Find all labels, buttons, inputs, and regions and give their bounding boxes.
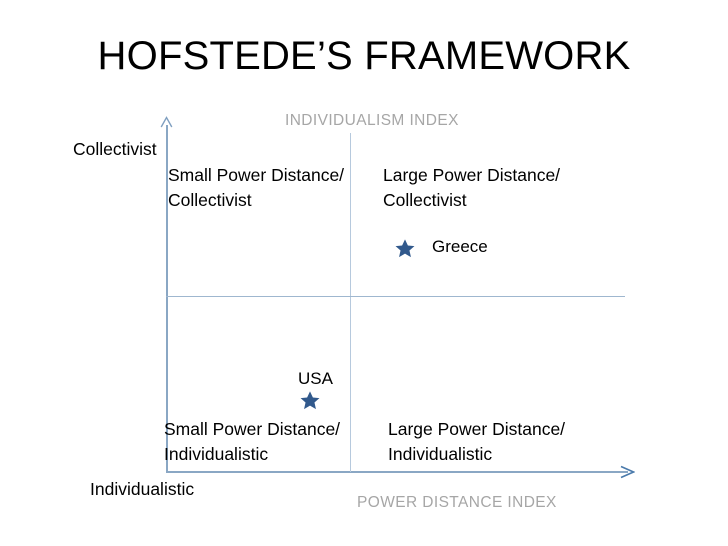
power-distance-index-caption: POWER DISTANCE INDEX: [357, 494, 557, 511]
vertical-axis-line: [166, 125, 168, 473]
star-icon: [300, 391, 320, 410]
marker-label-usa: USA: [298, 369, 333, 388]
quadrant-label-top-left: Small Power Distance/ Collectivist: [168, 165, 345, 210]
collectivist-pole-label: Collectivist: [73, 139, 157, 159]
star-icon: [395, 239, 415, 258]
individualistic-pole-label: Individualistic: [90, 479, 195, 499]
marker-label-greece: Greece: [432, 237, 488, 256]
quadrant-label-bottom-left: Small Power Distance/ Individualistic: [164, 419, 341, 464]
page-title: HOFSTEDE’S FRAMEWORK: [97, 34, 631, 78]
horizontal-axis-line: [166, 471, 628, 473]
horizontal-axis-arrow-icon: [620, 465, 635, 479]
quadrant-divider-horizontal: [166, 296, 625, 298]
quadrant-divider-vertical: [350, 133, 352, 472]
individualism-index-caption: INDIVIDUALISM INDEX: [285, 112, 459, 129]
vertical-axis-arrow-icon: [160, 116, 173, 128]
quadrant-label-top-right: Large Power Distance/ Collectivist: [383, 165, 561, 210]
quadrant-label-bottom-right: Large Power Distance/ Individualistic: [388, 419, 566, 464]
